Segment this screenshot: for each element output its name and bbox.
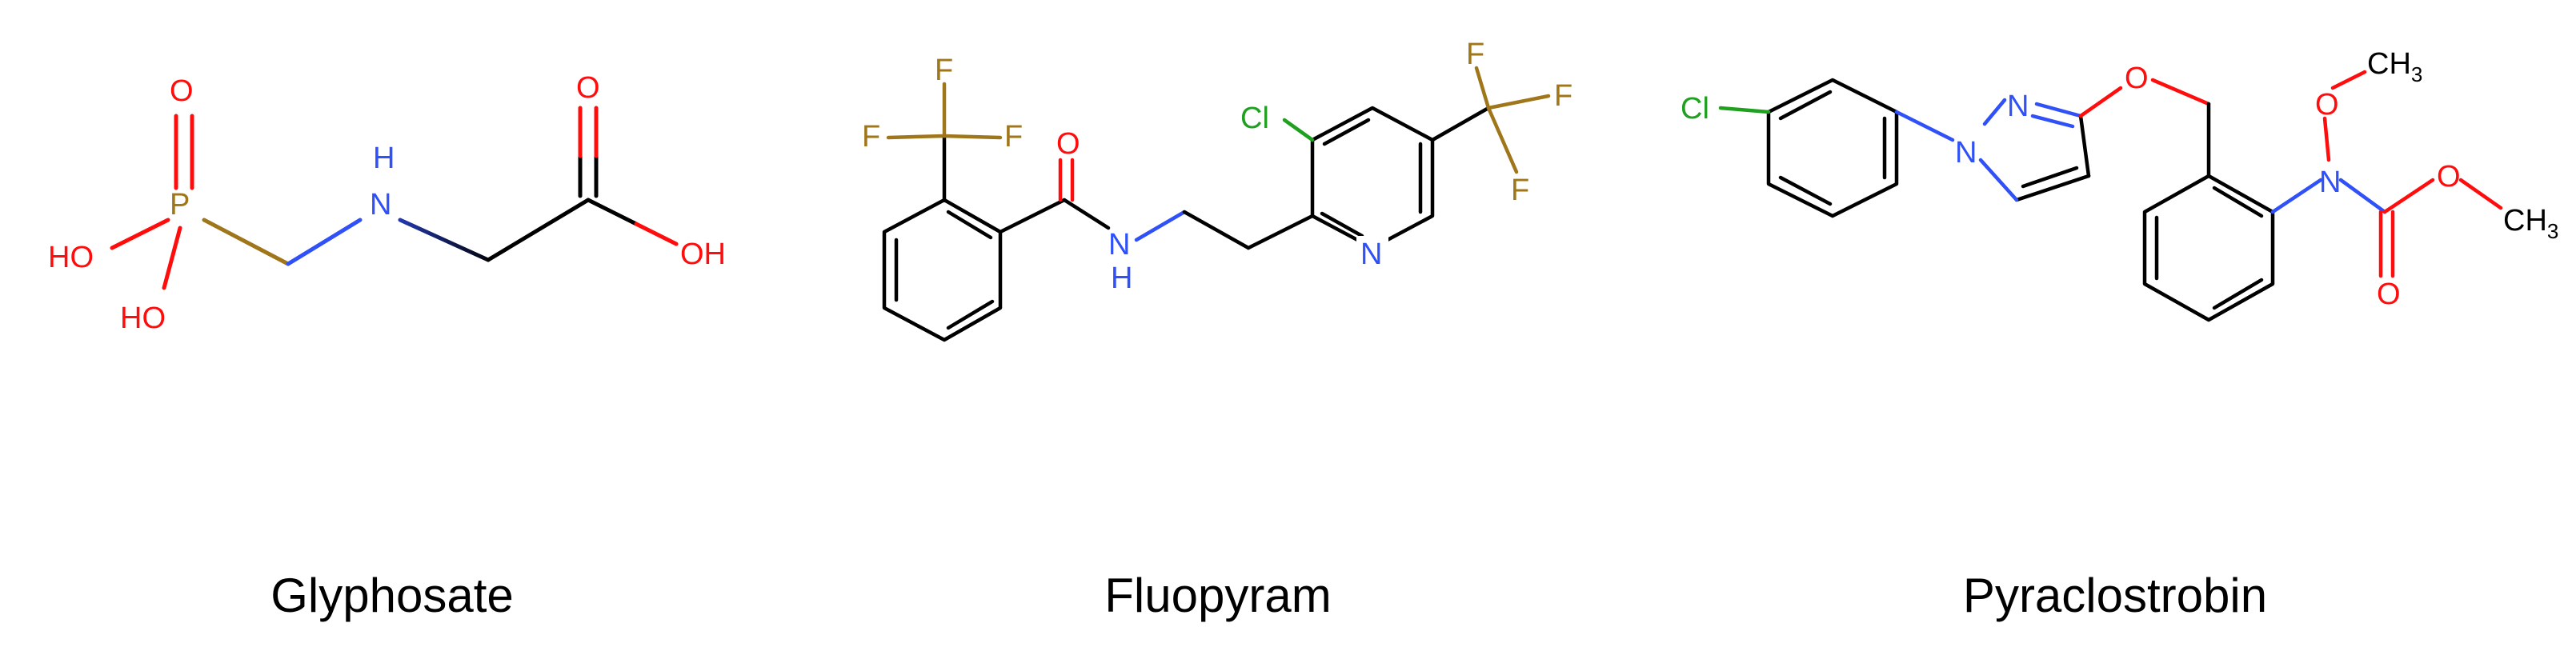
molecule-fluopyram: F F F O N H Cl N F F F Fluopyram [862,38,1572,622]
atom-label: O [2377,278,2401,311]
atom-label: O [2437,160,2461,194]
atom-label: CH3 [2503,204,2558,243]
atom-label: N [2007,90,2029,123]
molecule-name-pyraclostrobin: Pyraclostrobin [1963,569,2267,622]
atom-label: O [1056,127,1080,161]
pyraclostrobin-atom-labels: Cl N N O O CH3 N O CH3 O [1681,47,2558,311]
fluopyram-atom-labels: F F F O N H Cl N F F F [862,38,1572,295]
atom-label: H [1111,262,1132,295]
glyphosate-atom-labels: O P HO HO H N O OH [48,71,726,335]
molecule-glyphosate: O P HO HO H N O OH Glyphosate [48,71,726,622]
atom-label: O [576,71,600,105]
molecule-name-glyphosate: Glyphosate [270,569,514,622]
atom-label: O [2315,88,2339,122]
atom-label: O [2125,62,2149,95]
atom-label: HO [48,241,94,274]
atom-label: N [1955,136,1977,170]
pyraclostrobin-bonds [1718,70,2503,322]
atom-label: O [170,74,194,108]
atom-label: F [1004,120,1023,154]
atom-label: P [170,188,190,222]
atom-label: CH3 [2367,47,2422,86]
atom-label: H [373,142,395,175]
atom-label: N [370,188,391,222]
fluopyram-bonds [882,66,1551,342]
atom-label: Cl [1240,102,1269,135]
atom-label: Cl [1681,92,1709,126]
molecule-name-fluopyram: Fluopyram [1104,569,1331,622]
atom-label: N [1360,238,1382,271]
atom-label: F [1466,38,1484,71]
atom-label: F [1554,79,1572,113]
atom-label: OH [680,238,726,271]
molecule-pyraclostrobin: Cl N N O O CH3 N O CH3 O Pyraclostrobin [1681,47,2558,622]
glyphosate-bonds [110,106,679,290]
label-mask [1356,236,1388,268]
atom-label: F [862,120,880,154]
atom-label: N [1108,228,1130,262]
atom-label: N [2319,166,2341,199]
atom-label: F [935,54,953,87]
atom-label: HO [120,302,166,335]
atom-label: F [1511,174,1529,207]
